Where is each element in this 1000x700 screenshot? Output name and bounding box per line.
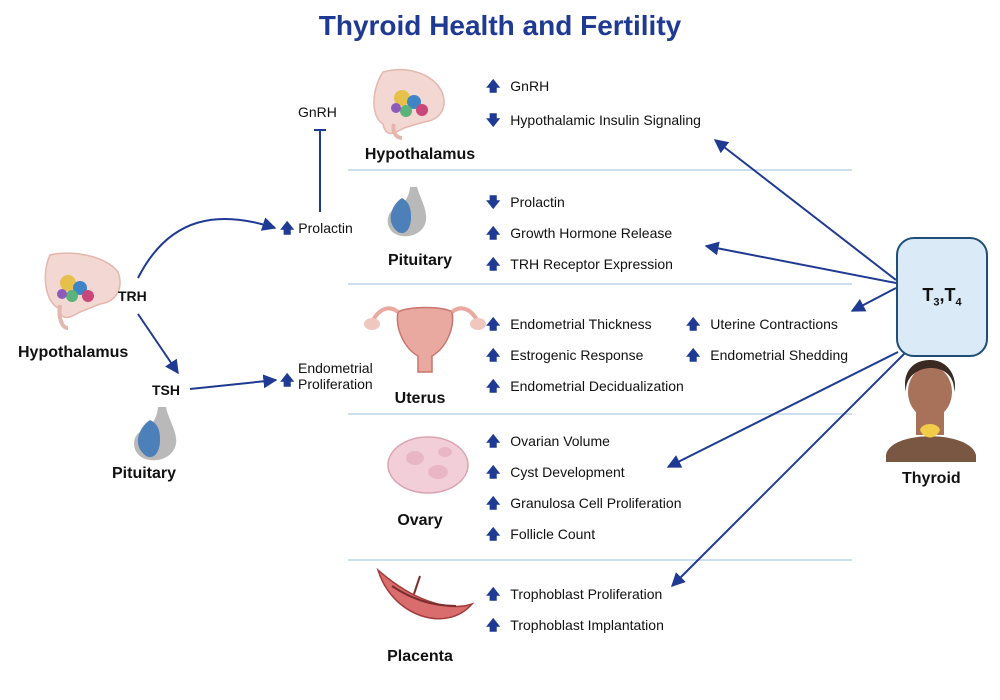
thyroid-to-pituitary-arrow: [704, 241, 897, 284]
hypothalamus-organ-icon: [373, 69, 445, 140]
endometrial-proliferation-label: 🡅 Endometrial Proliferation: [280, 360, 373, 392]
placenta-organ-icon: [376, 567, 475, 620]
organ-name-placenta: Placenta: [387, 648, 453, 665]
effect-text: Ovarian Volume: [510, 433, 610, 449]
thyroid-label: Thyroid: [902, 470, 961, 487]
effect-text: Granulosa Cell Proliferation: [510, 495, 682, 511]
organ-name-pituitary: Pituitary: [387, 252, 452, 269]
effect-item: 🡅 Cyst Development: [486, 462, 625, 486]
effect-item: 🡅 Estrogenic Response: [486, 345, 643, 369]
effect-item: 🡅 Trophoblast Implantation: [486, 615, 664, 639]
effect-text: Follicle Count: [510, 526, 596, 542]
up-arrow-icon: 🡅: [280, 372, 295, 388]
pituitary-illustration: [134, 407, 177, 461]
tsh-to-endometrial-arrow: [189, 374, 278, 390]
trh-label: TRH: [118, 288, 147, 304]
effect-item: 🡅 GnRH: [486, 76, 549, 100]
thyroid-to-hypothalamus-arrow: [713, 139, 897, 281]
down-arrow-icon: 🡇: [486, 112, 501, 128]
thyroid-to-uterus-arrow: [850, 287, 897, 312]
up-arrow-icon: 🡅: [486, 225, 501, 241]
effect-item: 🡅 Follicle Count: [486, 524, 595, 548]
effect-text: Trophoblast Implantation: [510, 617, 664, 633]
effect-item: 🡇 Hypothalamic Insulin Signaling: [486, 110, 701, 134]
up-arrow-icon: 🡅: [486, 495, 501, 511]
effect-item: 🡅 Endometrial Decidualization: [486, 376, 684, 400]
effect-text: Estrogenic Response: [510, 347, 644, 363]
effect-item: 🡅 TRH Receptor Expression: [486, 254, 673, 278]
down-arrow-icon: 🡇: [486, 194, 501, 210]
effect-item: 🡅 Ovarian Volume: [486, 431, 610, 455]
up-arrow-icon: 🡅: [486, 78, 501, 94]
thyroid-to-ovary-arrow: [666, 351, 899, 468]
effect-item: 🡅 Trophoblast Proliferation: [486, 584, 662, 608]
left-hypothalamus-label: Hypothalamus: [18, 344, 129, 361]
up-arrow-icon: 🡅: [486, 433, 501, 449]
hypothalamus-illustration: [44, 252, 121, 330]
trh-to-tsh-arrow: [137, 313, 179, 375]
t3-t4-box: T3,T4: [896, 237, 988, 357]
t3-t4-text: T3,T4: [922, 285, 961, 309]
effect-item: 🡅 Growth Hormone Release: [486, 223, 672, 247]
prolactin-text: Prolactin: [298, 220, 353, 236]
gnrh-label: GnRH: [298, 104, 337, 120]
up-arrow-icon: 🡅: [280, 220, 295, 236]
effect-text: Endometrial Decidualization: [510, 378, 684, 394]
up-arrow-icon: 🡅: [486, 526, 501, 542]
organ-name-hypothalamus: Hypothalamus: [364, 146, 476, 163]
page-title: Thyroid Health and Fertility: [318, 10, 682, 41]
effect-text: Uterine Contractions: [710, 316, 838, 332]
thyroid-person-illustration: [886, 360, 976, 462]
thyroid-to-placenta-arrow: [671, 352, 906, 587]
uterus-organ-icon: [364, 306, 486, 373]
up-arrow-icon: 🡅: [486, 617, 501, 633]
effect-text: Prolactin: [510, 194, 565, 210]
pituitary-organ-icon: [387, 187, 427, 237]
effect-text: Hypothalamic Insulin Signaling: [510, 112, 701, 128]
effect-text: Endometrial Shedding: [710, 347, 849, 363]
up-arrow-icon: 🡅: [486, 316, 501, 332]
left-pituitary-label: Pituitary: [112, 465, 177, 482]
effect-text: GnRH: [510, 78, 550, 94]
effect-item: 🡅 Endometrial Thickness: [486, 314, 652, 338]
tsh-label: TSH: [152, 382, 180, 398]
up-arrow-icon: 🡅: [686, 347, 701, 363]
up-arrow-icon: 🡅: [486, 586, 501, 602]
effect-text: Trophoblast Proliferation: [510, 586, 663, 602]
t-letter-2: T: [944, 285, 956, 306]
effect-text: Endometrial Thickness: [510, 316, 652, 332]
effect-text: Growth Hormone Release: [510, 225, 673, 241]
sub-4: 4: [955, 296, 962, 309]
ovary-organ-icon: [387, 436, 469, 494]
endometrial-line1: Endometrial: [298, 360, 373, 376]
up-arrow-icon: 🡅: [486, 347, 501, 363]
up-arrow-icon: 🡅: [486, 378, 501, 394]
effect-text: Cyst Development: [510, 464, 625, 480]
endometrial-line2: Proliferation: [298, 376, 373, 392]
up-arrow-icon: 🡅: [486, 464, 501, 480]
up-arrow-icon: 🡅: [686, 316, 701, 332]
trh-to-prolactin-arrow: [137, 217, 277, 279]
effect-item: 🡅 Endometrial Shedding: [686, 345, 848, 369]
effect-text: TRH Receptor Expression: [510, 256, 673, 272]
t-letter: T: [922, 285, 934, 306]
sub-3: 3: [933, 296, 940, 309]
organ-name-ovary: Ovary: [397, 512, 443, 529]
effect-item: 🡅 Granulosa Cell Proliferation: [486, 493, 682, 517]
organ-name-uterus: Uterus: [394, 390, 446, 407]
up-arrow-icon: 🡅: [486, 256, 501, 272]
prolactin-label: 🡅 Prolactin: [280, 218, 353, 242]
comma: ,: [939, 285, 945, 306]
effect-item: 🡇 Prolactin: [486, 192, 565, 216]
effect-item: 🡅 Uterine Contractions: [686, 314, 838, 338]
